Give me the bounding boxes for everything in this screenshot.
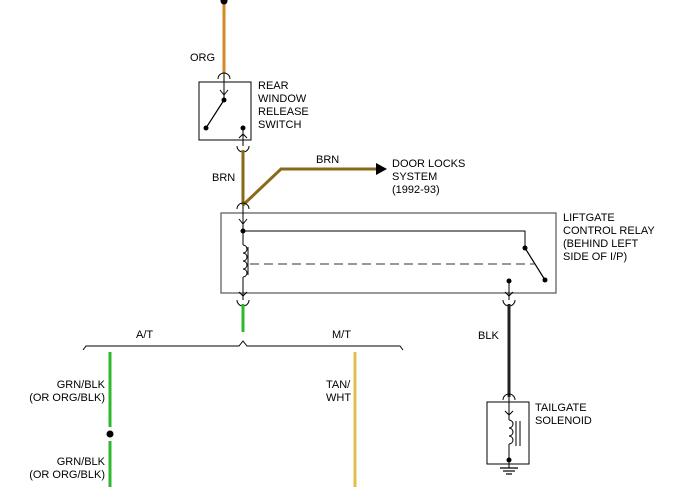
blk-wire-label: BLK: [478, 330, 499, 342]
relay-label-line-1: LIFTGATE: [563, 212, 615, 224]
grn-blk-upper-label-2: (OR ORG/BLK): [29, 392, 105, 404]
door-locks-label-line-2: SYSTEM: [392, 171, 437, 183]
relay-label-line-2: CONTROL RELAY: [563, 225, 655, 237]
transmission-option-bracket: [82, 340, 404, 351]
grn-blk-lower-label-2: (OR ORG/BLK): [29, 469, 105, 481]
mt-option-label: M/T: [332, 329, 351, 341]
tailgate-solenoid: [486, 393, 530, 468]
ground-icon: [500, 467, 518, 475]
grn-blk-upper-label-1: GRN/BLK: [57, 379, 106, 391]
org-splice-dot: [220, 0, 228, 5]
at-option-label: A/T: [136, 329, 153, 341]
relay-label-line-4: SIDE OF I/P): [563, 251, 627, 263]
tan-wht-label-1: TAN/: [326, 379, 351, 391]
switch-label-line-1: REAR: [258, 80, 289, 92]
grn-blk-lower-label-1: GRN/BLK: [57, 456, 106, 468]
rear-window-release-switch: [198, 72, 252, 153]
tan-wht-label-2: WHT: [326, 392, 351, 404]
relay-label-line-3: (BEHIND LEFT: [563, 238, 638, 250]
door-locks-label-line-3: (1992-93): [392, 184, 440, 196]
door-locks-label-line-1: DOOR LOCKS: [392, 158, 465, 170]
solenoid-label-line-1: TAILGATE: [535, 402, 587, 414]
switch-label-line-3: RELEASE: [258, 106, 309, 118]
liftgate-control-relay: [220, 202, 557, 307]
at-splice-dot: [106, 430, 114, 438]
brn-branch-label: BRN: [316, 154, 339, 166]
brn-vertical-label: BRN: [212, 172, 235, 184]
door-locks-arrow: [376, 163, 387, 175]
switch-label-line-4: SWITCH: [258, 119, 301, 131]
brn-wire-branch: [241, 167, 376, 207]
org-wire-label: ORG: [190, 52, 215, 64]
switch-label-line-2: WINDOW: [258, 93, 307, 105]
solenoid-label-line-2: SOLENOID: [535, 415, 592, 427]
